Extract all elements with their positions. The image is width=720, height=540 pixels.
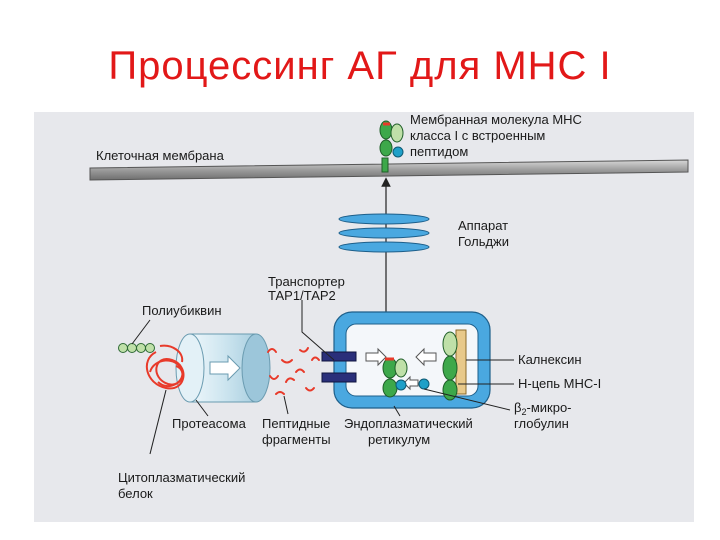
er-pointer (393, 405, 401, 417)
label-calnexin: Калнексин (518, 352, 582, 367)
cytoplasmic-protein-pointer (149, 389, 167, 455)
cytoplasmic-protein (145, 344, 185, 390)
label-er-line2: ретикулум (368, 432, 430, 447)
label-b2-prefix: β (514, 400, 521, 415)
label-proteasome: Протеасома (172, 416, 247, 431)
label-cell-membrane: Клеточная мембрана (96, 148, 225, 163)
er-b2m-arrow (403, 375, 419, 391)
slide-title: Процессинг АГ для МНС I (108, 44, 612, 88)
label-h-chain: Н-цепь МНС-I (518, 376, 601, 391)
label-transporter-line2: ТАР1/ТАР2 (268, 288, 336, 303)
free-b2-microglobulin (418, 378, 430, 390)
membrane-mhc-molecule (379, 120, 404, 173)
label-golgi-line1: Аппарат (458, 218, 508, 233)
label-b2-rest: -микро- (527, 400, 572, 415)
label-b2-microglobulin-line2: глобулин (514, 416, 569, 431)
calnexin-complex (442, 329, 467, 401)
er-peptide-arrow (365, 347, 387, 367)
er-loading-arrow (415, 347, 437, 367)
label-mhc-membrane-line1: Мембранная молекула МНС (410, 112, 582, 127)
label-er-line1: Эндоплазматический (344, 416, 473, 431)
label-b2-subscript: 2 (521, 407, 526, 417)
proteasome-pointer (195, 399, 209, 417)
label-golgi-line2: Гольджи (458, 234, 509, 249)
label-mhc-membrane-line2: класса I с встроенным (410, 128, 545, 143)
label-cytoplasmic-protein-line1: Цитоплазматический (118, 470, 245, 485)
label-transporter-line1: Транспортер (268, 274, 345, 289)
b2m-pointer (423, 388, 511, 411)
er-mhc-molecule (382, 357, 408, 398)
polyubiquitin-chain (118, 343, 155, 353)
peptide-fragments-pointer (283, 395, 289, 415)
tap-pointer-line (301, 300, 335, 361)
label-mhc-membrane-line3: пептидом (410, 144, 468, 159)
label-peptide-fragments-line1: Пептидные (262, 416, 330, 431)
label-b2-microglobulin-line1: β2-микро- (514, 400, 572, 417)
cell-membrane (89, 159, 689, 181)
peptide-fragments (267, 347, 320, 395)
label-peptide-fragments-line2: фрагменты (262, 432, 331, 447)
polyubiquitin-pointer (131, 319, 151, 345)
label-cytoplasmic-protein-line2: белок (118, 486, 153, 501)
tap-transporter (321, 351, 357, 383)
golgi-apparatus (338, 213, 430, 253)
proteasome (175, 333, 271, 403)
label-polyubiquitin: Полиубиквин (142, 303, 222, 318)
